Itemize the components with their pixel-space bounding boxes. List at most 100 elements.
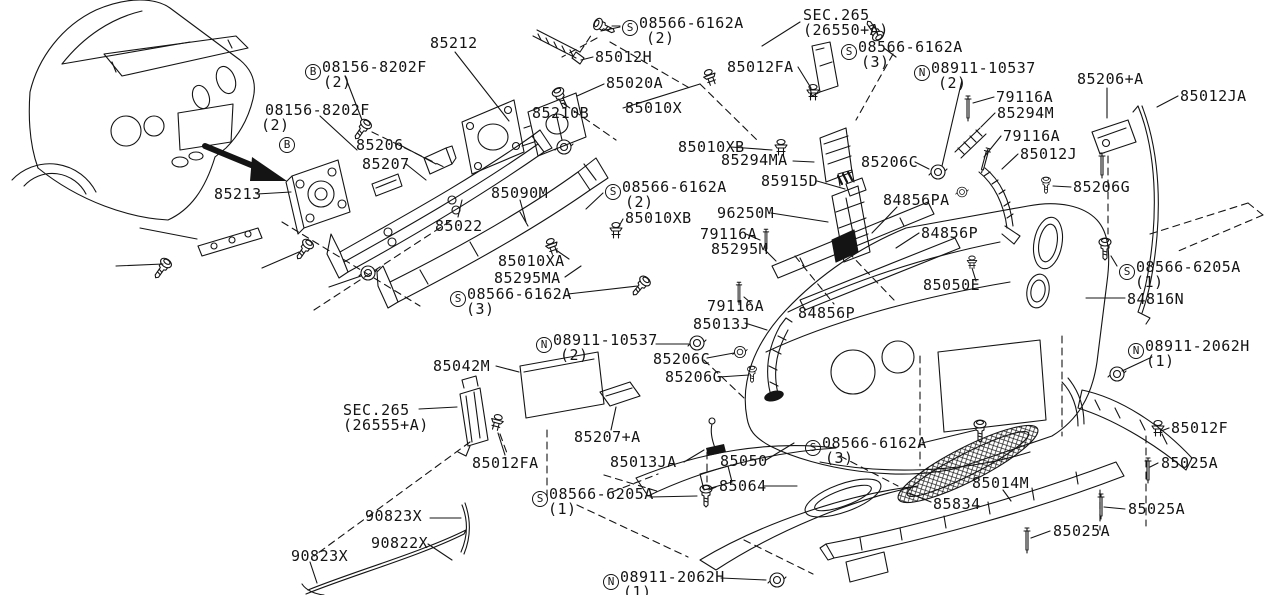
leader-lines <box>115 21 1179 584</box>
part-label: 84856PA <box>883 193 950 208</box>
exhaust-opening <box>1026 273 1050 309</box>
part-label: 84856P <box>798 306 855 321</box>
part-number-text: 85206G <box>665 368 723 386</box>
part-label: 85213 <box>214 187 262 202</box>
part-number-text: 85012F <box>1171 419 1229 437</box>
sheet-85042M <box>519 351 605 419</box>
part-number-text: 90823X <box>365 507 423 525</box>
part-label: 85206C <box>861 155 918 170</box>
part-number-text: 79116A <box>1003 127 1061 145</box>
part-number-text: 85014M <box>972 474 1030 492</box>
part-label: 85050E <box>923 278 980 293</box>
part-label: 85010XB <box>625 211 692 226</box>
bracket-85915D <box>845 177 867 197</box>
part-label: 85010X <box>625 101 682 116</box>
circled-n-icon: N <box>603 574 619 590</box>
part-label: 79116A <box>1003 129 1060 144</box>
construction-lines <box>281 33 1264 575</box>
part-label: 85012FA <box>472 456 539 471</box>
part-number-text: 84816N <box>1127 290 1185 308</box>
part-label: 79116A <box>707 299 764 314</box>
sec265-lower-bracket <box>457 375 489 457</box>
part-number-text: (3) <box>861 53 890 71</box>
part-number-text: (1) <box>623 583 652 595</box>
part-label: 85025A <box>1128 502 1185 517</box>
strip-90823X <box>460 502 470 555</box>
part-number-text: SEC.265 <box>803 6 870 24</box>
part-number-text: 08911-10537 <box>931 59 1036 77</box>
finisher-85064 <box>635 445 919 571</box>
part-number-text: 84856P <box>798 304 856 322</box>
absorber-bar-84856P <box>799 229 961 311</box>
part-number-text: 79116A <box>700 225 758 243</box>
part-number-text: 85206+A <box>1077 70 1144 88</box>
part-number-text: (26550+A) <box>803 21 889 39</box>
part-number-text: 85210B <box>532 104 590 122</box>
part-label: 85064 <box>719 479 767 494</box>
part-number-text: 85025A <box>1053 522 1111 540</box>
circled-s-icon: S <box>841 44 857 60</box>
lower-valance-band <box>819 461 1125 583</box>
part-number-text: (1) <box>548 500 577 518</box>
part-number-text: 08566-6162A <box>467 285 572 303</box>
part-label: 08156-8202F(2)B <box>261 101 370 153</box>
part-number-text: 85915D <box>761 172 819 190</box>
part-number-text: 85206C <box>861 153 919 171</box>
part-label: 85295MA <box>494 271 561 286</box>
circled-n-icon: N <box>536 337 552 353</box>
part-number-text: SEC.265 <box>343 401 410 419</box>
part-number-text: 96250M <box>717 204 775 222</box>
part-number-text: 85834 <box>933 495 981 513</box>
absorber-beam-85090M <box>376 157 609 309</box>
part-number-text: 08566-6162A <box>858 38 963 56</box>
part-number-text: (1) <box>1146 352 1175 370</box>
part-number-text: (3) <box>825 449 854 467</box>
part-number-text: (2) <box>323 73 352 91</box>
part-number-text: 85013J <box>693 315 751 333</box>
part-label: 96250M <box>717 206 774 221</box>
license-recess <box>177 103 234 151</box>
part-number-text: 08911-10537 <box>553 331 658 349</box>
part-number-text: 08156-8202F <box>265 101 370 119</box>
part-number-text: 85012FA <box>472 454 539 472</box>
part-number-text: 08566-6205A <box>1136 258 1241 276</box>
part-label: 85013JA <box>610 455 677 470</box>
pointer-arrow <box>202 143 259 170</box>
part-label: 85212 <box>430 36 478 51</box>
grille-mesh-85834 <box>897 424 1039 504</box>
part-number-text: 85022 <box>435 217 483 235</box>
circled-s-icon: S <box>605 184 621 200</box>
part-number-text: 85010XA <box>498 252 565 270</box>
part-number-text: 08566-6162A <box>622 178 727 196</box>
part-number-text: 79116A <box>707 297 765 315</box>
reinforcement-beam-85022 <box>326 129 553 279</box>
bracket-85207-plus-A <box>599 381 641 407</box>
part-label: 85294M <box>997 106 1054 121</box>
bracket-85213 <box>285 159 351 235</box>
wheel-arch <box>11 163 97 195</box>
part-number-text: 85013JA <box>610 453 677 471</box>
part-number-text: (1) <box>1135 273 1164 291</box>
part-label: 85210B <box>532 106 589 121</box>
circled-s-icon: S <box>532 491 548 507</box>
part-number-text: 85025A <box>1161 454 1219 472</box>
rod-85013JA <box>706 417 726 456</box>
part-label: 85295M <box>711 242 768 257</box>
sec265-upper-bracket <box>809 41 839 97</box>
part-label: 84816N <box>1127 292 1184 307</box>
part-number-text: 79116A <box>996 88 1054 106</box>
part-number-text: 85025A <box>1128 500 1186 518</box>
stay-85207 <box>371 173 403 197</box>
part-number-text: (26555+A) <box>343 416 429 434</box>
side-fin-85014M <box>1077 389 1193 471</box>
part-label: 85025A <box>1161 456 1218 471</box>
